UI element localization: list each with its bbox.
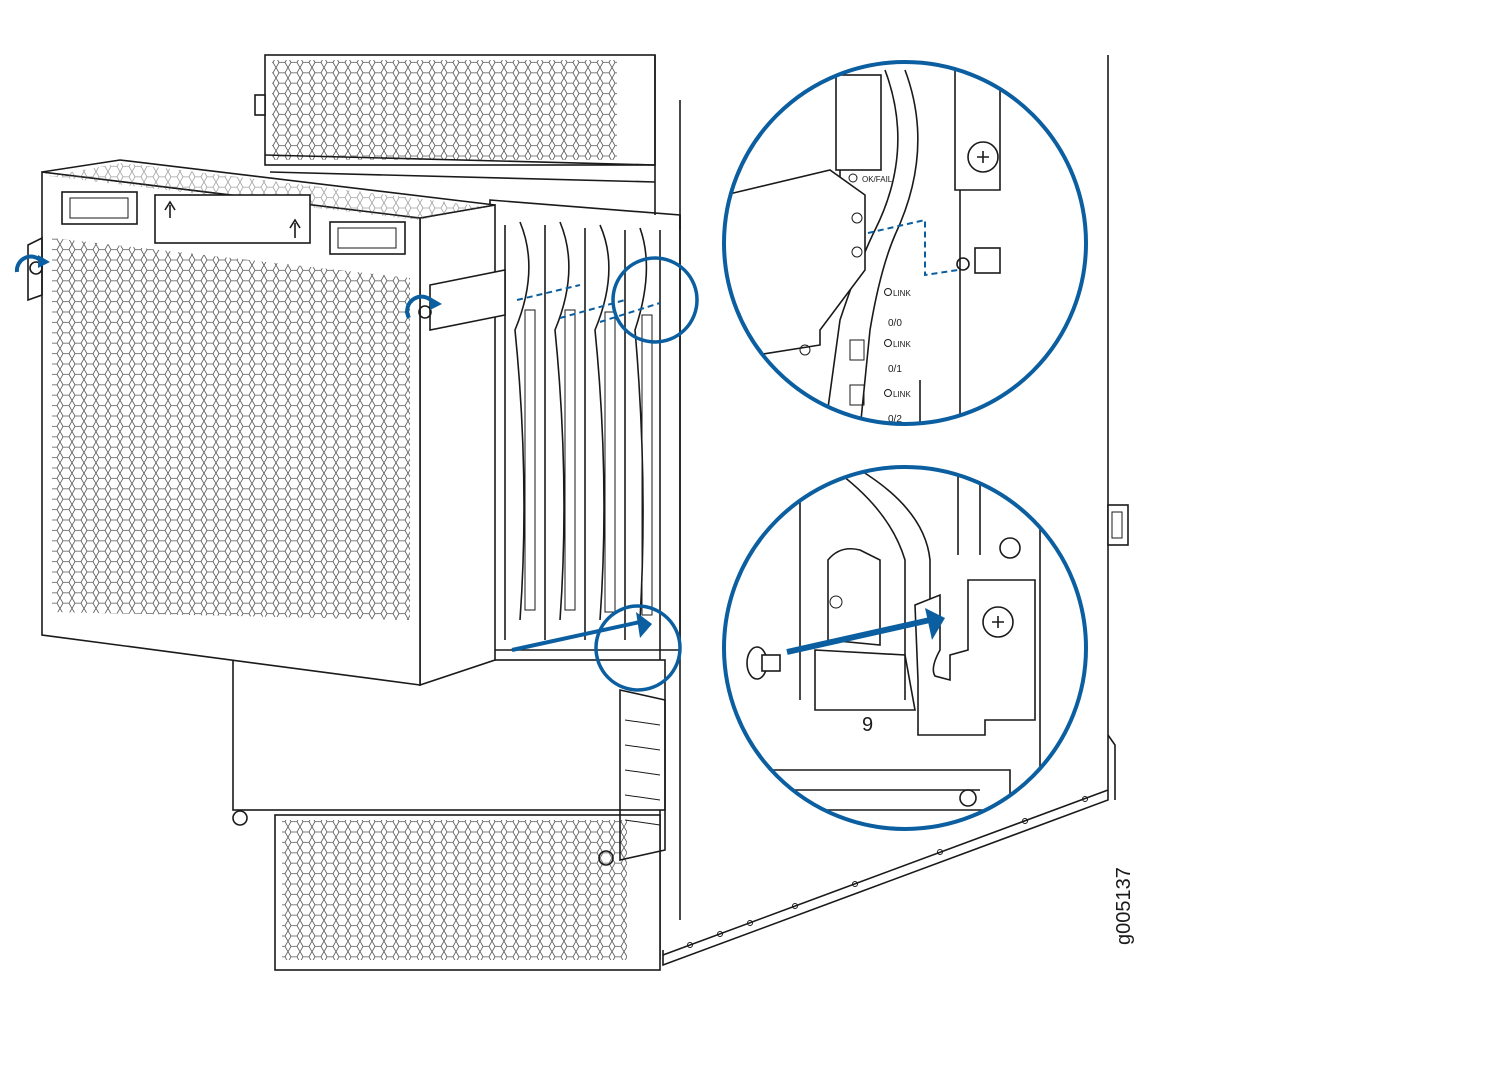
chassis-side-handle: [1107, 504, 1129, 546]
callout-source-bottom: [594, 604, 682, 692]
line-card-4: [624, 227, 653, 640]
line-card-2: [544, 221, 576, 640]
detail-callout-top: OK/FAIL LINK 0/0 LINK 0/1 LINK 0/2: [722, 60, 1088, 426]
cover-handle-right: [329, 221, 406, 255]
top-fan-tray: [254, 54, 681, 230]
port-link-label-2: LINK: [893, 390, 911, 399]
port-label-0-0: 0/0: [888, 318, 902, 329]
rotate-screw-arrow-right-icon: [405, 294, 442, 319]
port-link-label-0: LINK: [893, 289, 911, 298]
line-card-3: [584, 224, 616, 640]
led-label: OK/FAIL: [862, 175, 893, 184]
cover-label-plate: [154, 194, 311, 244]
alignment-guide-lines: [516, 284, 661, 323]
port-label-0-2: 0/2: [888, 414, 902, 425]
install-direction-arrow-icon: [511, 612, 652, 652]
rotate-screw-arrow-left-icon: [14, 254, 50, 273]
card-cage: [489, 199, 681, 960]
callout-source-top: [611, 256, 699, 344]
detail-callout-bottom: 9: [722, 465, 1088, 831]
cover-handle-left: [61, 191, 138, 225]
slot-number-label: 9: [862, 714, 873, 736]
line-card-1: [504, 221, 536, 640]
port-label-0-1: 0/1: [888, 364, 902, 375]
figure-id-label: g005137: [1113, 867, 1135, 945]
screw-icon: [746, 646, 781, 680]
port-link-label-1: LINK: [893, 340, 911, 349]
router-chassis: [662, 55, 1129, 967]
lower-air-filter: [232, 659, 666, 971]
front-cover-panel: [27, 159, 506, 687]
